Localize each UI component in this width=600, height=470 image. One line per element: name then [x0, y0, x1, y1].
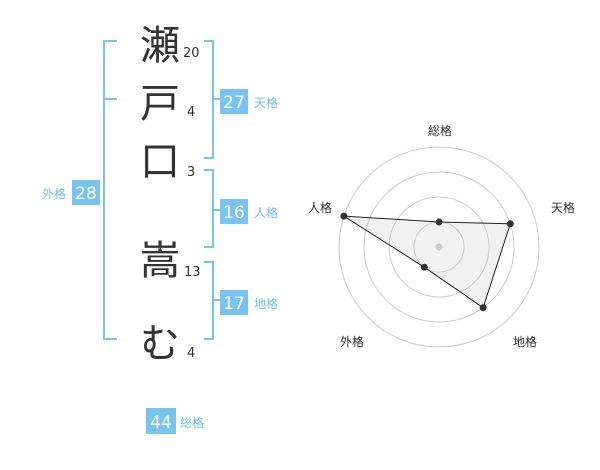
radar-point [506, 220, 514, 228]
name-char: む [140, 321, 180, 367]
radar-center-dot [435, 243, 443, 251]
jinkaku-label: 人格 [254, 205, 278, 220]
radar-area [343, 215, 511, 309]
soukaku-value: 44 [150, 413, 172, 433]
radar-rings [338, 146, 540, 348]
radar-point [435, 218, 443, 226]
radar-point [340, 212, 348, 220]
chikaku-badge: 17 地格 [220, 290, 278, 315]
radar-ring [388, 196, 490, 298]
stroke-count: 20 [183, 46, 200, 61]
stroke-count: 3 [187, 165, 195, 180]
name-char: 瀬 [140, 23, 180, 69]
stroke-count: 13 [184, 265, 201, 280]
tenkaku-bracket [204, 40, 220, 159]
chikaku-label: 地格 [254, 296, 278, 311]
stroke-count: 4 [187, 346, 195, 361]
soukaku-badge: 44 総格 [146, 408, 204, 434]
stroke-count: 4 [187, 105, 195, 120]
radar-points [340, 212, 514, 312]
chikaku-bracket [204, 261, 220, 340]
name-char: 口 [140, 139, 180, 185]
radar-axis-label: 人格 [308, 200, 332, 215]
radar-axis-label: 外格 [340, 334, 364, 349]
jinkaku-badge: 16 人格 [220, 199, 278, 224]
gaikaku-label: 外格 [42, 186, 66, 201]
radar-ring [363, 171, 515, 323]
soukaku-label: 総格 [180, 415, 204, 430]
gaikaku-bracket [103, 40, 117, 340]
radar-ring [338, 146, 540, 348]
radar-axis-label: 総格 [428, 123, 452, 138]
name-chars: 瀬 20 戸 4 口 3 嵩 13 む 4 [140, 23, 201, 367]
jinkaku-value: 16 [223, 203, 245, 223]
jinkaku-bracket [204, 169, 220, 248]
gaikaku-badge: 28 外格 [42, 180, 100, 205]
chikaku-value: 17 [223, 294, 245, 314]
radar-point [479, 304, 487, 312]
gaikaku-value: 28 [75, 184, 97, 204]
name-char: 戸 [140, 81, 180, 127]
tenkaku-badge: 27 天格 [220, 89, 278, 114]
tenkaku-label: 天格 [254, 95, 278, 110]
radar-axis-label: 天格 [551, 200, 575, 215]
name-char: 嵩 [140, 238, 180, 284]
radar-axis-label: 地格 [513, 334, 537, 349]
radar-chart: 総格 天格 地格 外格 人格 [308, 123, 575, 349]
tenkaku-value: 27 [223, 93, 245, 113]
radar-point [420, 263, 428, 271]
